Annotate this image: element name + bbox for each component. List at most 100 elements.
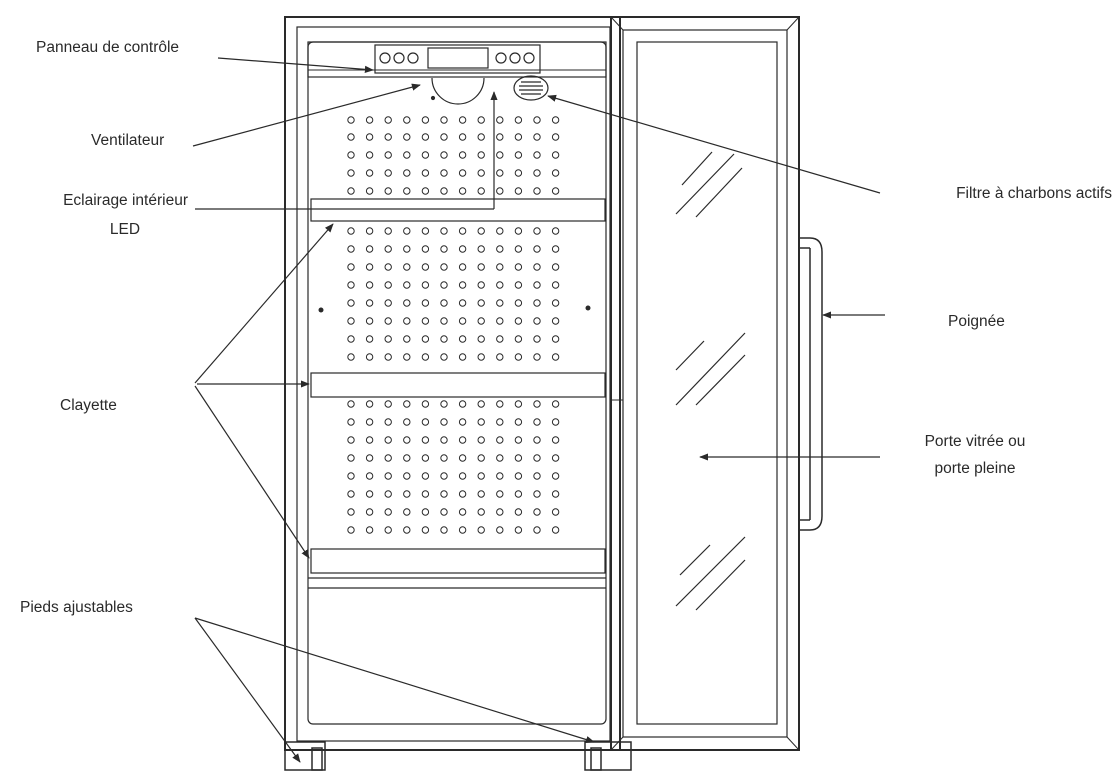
perforation-dot <box>403 490 411 498</box>
perforation-dot <box>365 133 374 141</box>
perforation-dot <box>384 400 392 408</box>
side-screw <box>318 307 324 313</box>
perforation-dot <box>458 116 467 124</box>
perforation-dot <box>477 227 485 235</box>
label-handle: Poignée <box>948 313 1005 330</box>
perforation-dot <box>384 472 392 480</box>
perforation-dot <box>477 299 485 307</box>
perforation-dot <box>421 454 430 462</box>
perforation-dot <box>403 472 411 480</box>
perforation-dot <box>440 490 448 498</box>
perforation-dot <box>440 245 448 253</box>
perforation-dot <box>514 133 523 141</box>
perforation-dot <box>384 418 392 426</box>
perforation-dot <box>403 526 411 534</box>
perforation-dot <box>458 317 467 325</box>
perforation-dot <box>477 169 485 177</box>
perforation-dot <box>384 353 392 361</box>
perforation-dot <box>551 116 560 124</box>
perforation-dot <box>458 187 467 195</box>
perforation-dot <box>365 116 374 124</box>
perforation-dot <box>347 299 355 307</box>
perforation-dot <box>496 353 504 361</box>
perforation-dot <box>421 169 430 177</box>
perforation-dot <box>477 454 485 462</box>
perforation-dot <box>384 281 392 289</box>
glass-reflection-marks <box>675 151 746 611</box>
perforation-dot <box>347 317 355 325</box>
perforation-dot <box>403 187 411 195</box>
perforation-dot <box>403 436 411 444</box>
perforation-dot <box>440 151 448 159</box>
perforation-dot <box>347 335 355 343</box>
perforation-dot <box>421 133 430 141</box>
perforation-dot <box>477 400 485 408</box>
perforation-dot <box>458 151 467 159</box>
perforation-dot <box>458 472 467 480</box>
filter-arrow <box>547 94 881 194</box>
perforation-dot <box>458 169 467 177</box>
perforation-dot <box>496 169 504 177</box>
perforation-dot <box>421 508 430 516</box>
perforation-dot <box>347 353 355 361</box>
perforation-dot <box>421 472 430 480</box>
label-led-line1: Eclairage intérieur <box>63 192 188 209</box>
perforation-dot <box>477 353 485 361</box>
perforation-dot <box>477 281 485 289</box>
perforation-dot <box>403 400 411 408</box>
shelf-arrow-top <box>194 223 334 384</box>
perforation-dot <box>551 335 560 343</box>
perforation-dot <box>384 490 392 498</box>
perforation-dot <box>514 151 523 159</box>
perforation-dot <box>533 508 541 516</box>
perforation-dot <box>403 418 411 426</box>
perforation-dot <box>514 169 523 177</box>
perforation-dot <box>347 281 355 289</box>
perforation-dot <box>551 454 560 462</box>
perforation-dot <box>533 133 541 141</box>
perforation-dot <box>551 281 560 289</box>
perforation-dot <box>458 418 467 426</box>
perforation-dot <box>458 133 467 141</box>
perforation-dot <box>477 116 485 124</box>
perforation-dot <box>477 335 485 343</box>
perforation-dot <box>365 400 374 408</box>
perforation-dot <box>514 245 523 253</box>
perforation-dot <box>514 418 523 426</box>
perforation-dot <box>347 151 355 159</box>
perforation-dot <box>365 187 374 195</box>
perforation-dot <box>365 490 374 498</box>
perforation-dot <box>403 299 411 307</box>
perforation-dot <box>365 353 374 361</box>
perforation-dot <box>533 472 541 480</box>
perforation-dot <box>365 335 374 343</box>
perforation-dot <box>384 227 392 235</box>
perforation-dot <box>421 353 430 361</box>
perforation-dot <box>440 400 448 408</box>
leader-lines <box>192 57 885 763</box>
perforation-dot <box>551 317 560 325</box>
perforation-dot <box>551 263 560 271</box>
perforation-dot <box>496 418 504 426</box>
perforation-dot <box>551 169 560 177</box>
perforation-dot <box>403 454 411 462</box>
perforation-dot <box>533 400 541 408</box>
perforation-dot <box>365 263 374 271</box>
perforation-dot <box>384 187 392 195</box>
perforation-dot <box>496 454 504 462</box>
perforation-dot <box>496 299 504 307</box>
perforation-dot <box>533 245 541 253</box>
carbon-filter <box>513 75 549 101</box>
perforation-dot <box>365 418 374 426</box>
label-fan: Ventilateur <box>91 132 164 149</box>
perforation-dot <box>365 227 374 235</box>
perforation-dot <box>440 187 448 195</box>
perforation-dot <box>403 245 411 253</box>
perforation-dot <box>403 151 411 159</box>
perforation-dot <box>440 353 448 361</box>
perforation-dot <box>458 245 467 253</box>
perforation-dot <box>458 490 467 498</box>
perforation-dot <box>384 245 392 253</box>
perforation-dot <box>403 263 411 271</box>
perforation-dot <box>458 508 467 516</box>
